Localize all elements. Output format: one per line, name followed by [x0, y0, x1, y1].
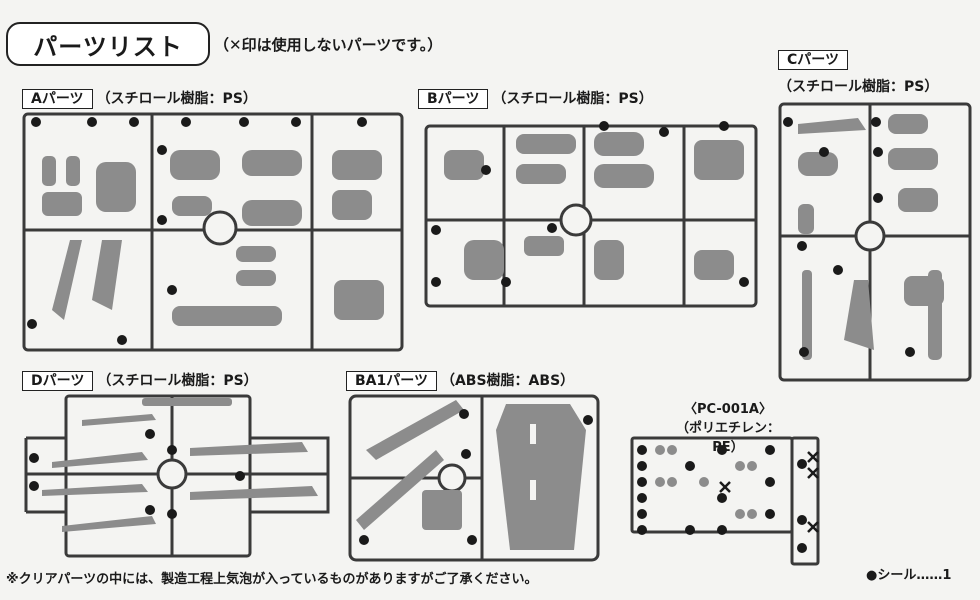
section-ba1-label: BA1パーツ（ABS樹脂：ABS）	[346, 370, 574, 391]
section-pc-tag: 〈PC-001A〉	[684, 402, 772, 417]
runner-b-diagram	[424, 121, 758, 308]
section-c-label: Cパーツ	[778, 50, 852, 70]
section-a-material: （スチロール樹脂：PS）	[96, 91, 257, 107]
seal-count: ●シール……1	[866, 568, 952, 583]
section-d-material: （スチロール樹脂：PS）	[97, 373, 258, 389]
title-note: （✕印は使用しないパーツです。）	[214, 36, 443, 54]
section-ba1-material: （ABS樹脂：ABS）	[440, 373, 575, 389]
runner-d-diagram	[24, 394, 330, 558]
section-b-label: Bパーツ（スチロール樹脂：PS）	[418, 88, 653, 109]
section-d-tag: Dパーツ	[22, 371, 94, 391]
section-b-material: （スチロール樹脂：PS）	[492, 91, 653, 107]
clear-parts-note: ※クリアパーツの中には、製造工程上気泡が入っているものがありますがご了承ください…	[6, 572, 538, 587]
page-title: パーツリスト	[6, 22, 210, 66]
section-d-label: Dパーツ（スチロール樹脂：PS）	[22, 370, 258, 391]
runner-pc-diagram	[630, 436, 820, 566]
section-c-tag: Cパーツ	[778, 50, 848, 70]
runner-ba1-diagram	[348, 394, 600, 562]
section-a-label: Aパーツ（スチロール樹脂：PS）	[22, 88, 257, 109]
section-b-tag: Bパーツ	[418, 89, 489, 109]
runner-a-diagram	[22, 112, 404, 352]
section-c-material: （スチロール樹脂：PS）	[778, 79, 939, 95]
runner-c-diagram	[778, 102, 972, 382]
section-a-tag: Aパーツ	[22, 89, 93, 109]
section-ba1-tag: BA1パーツ	[346, 371, 437, 391]
